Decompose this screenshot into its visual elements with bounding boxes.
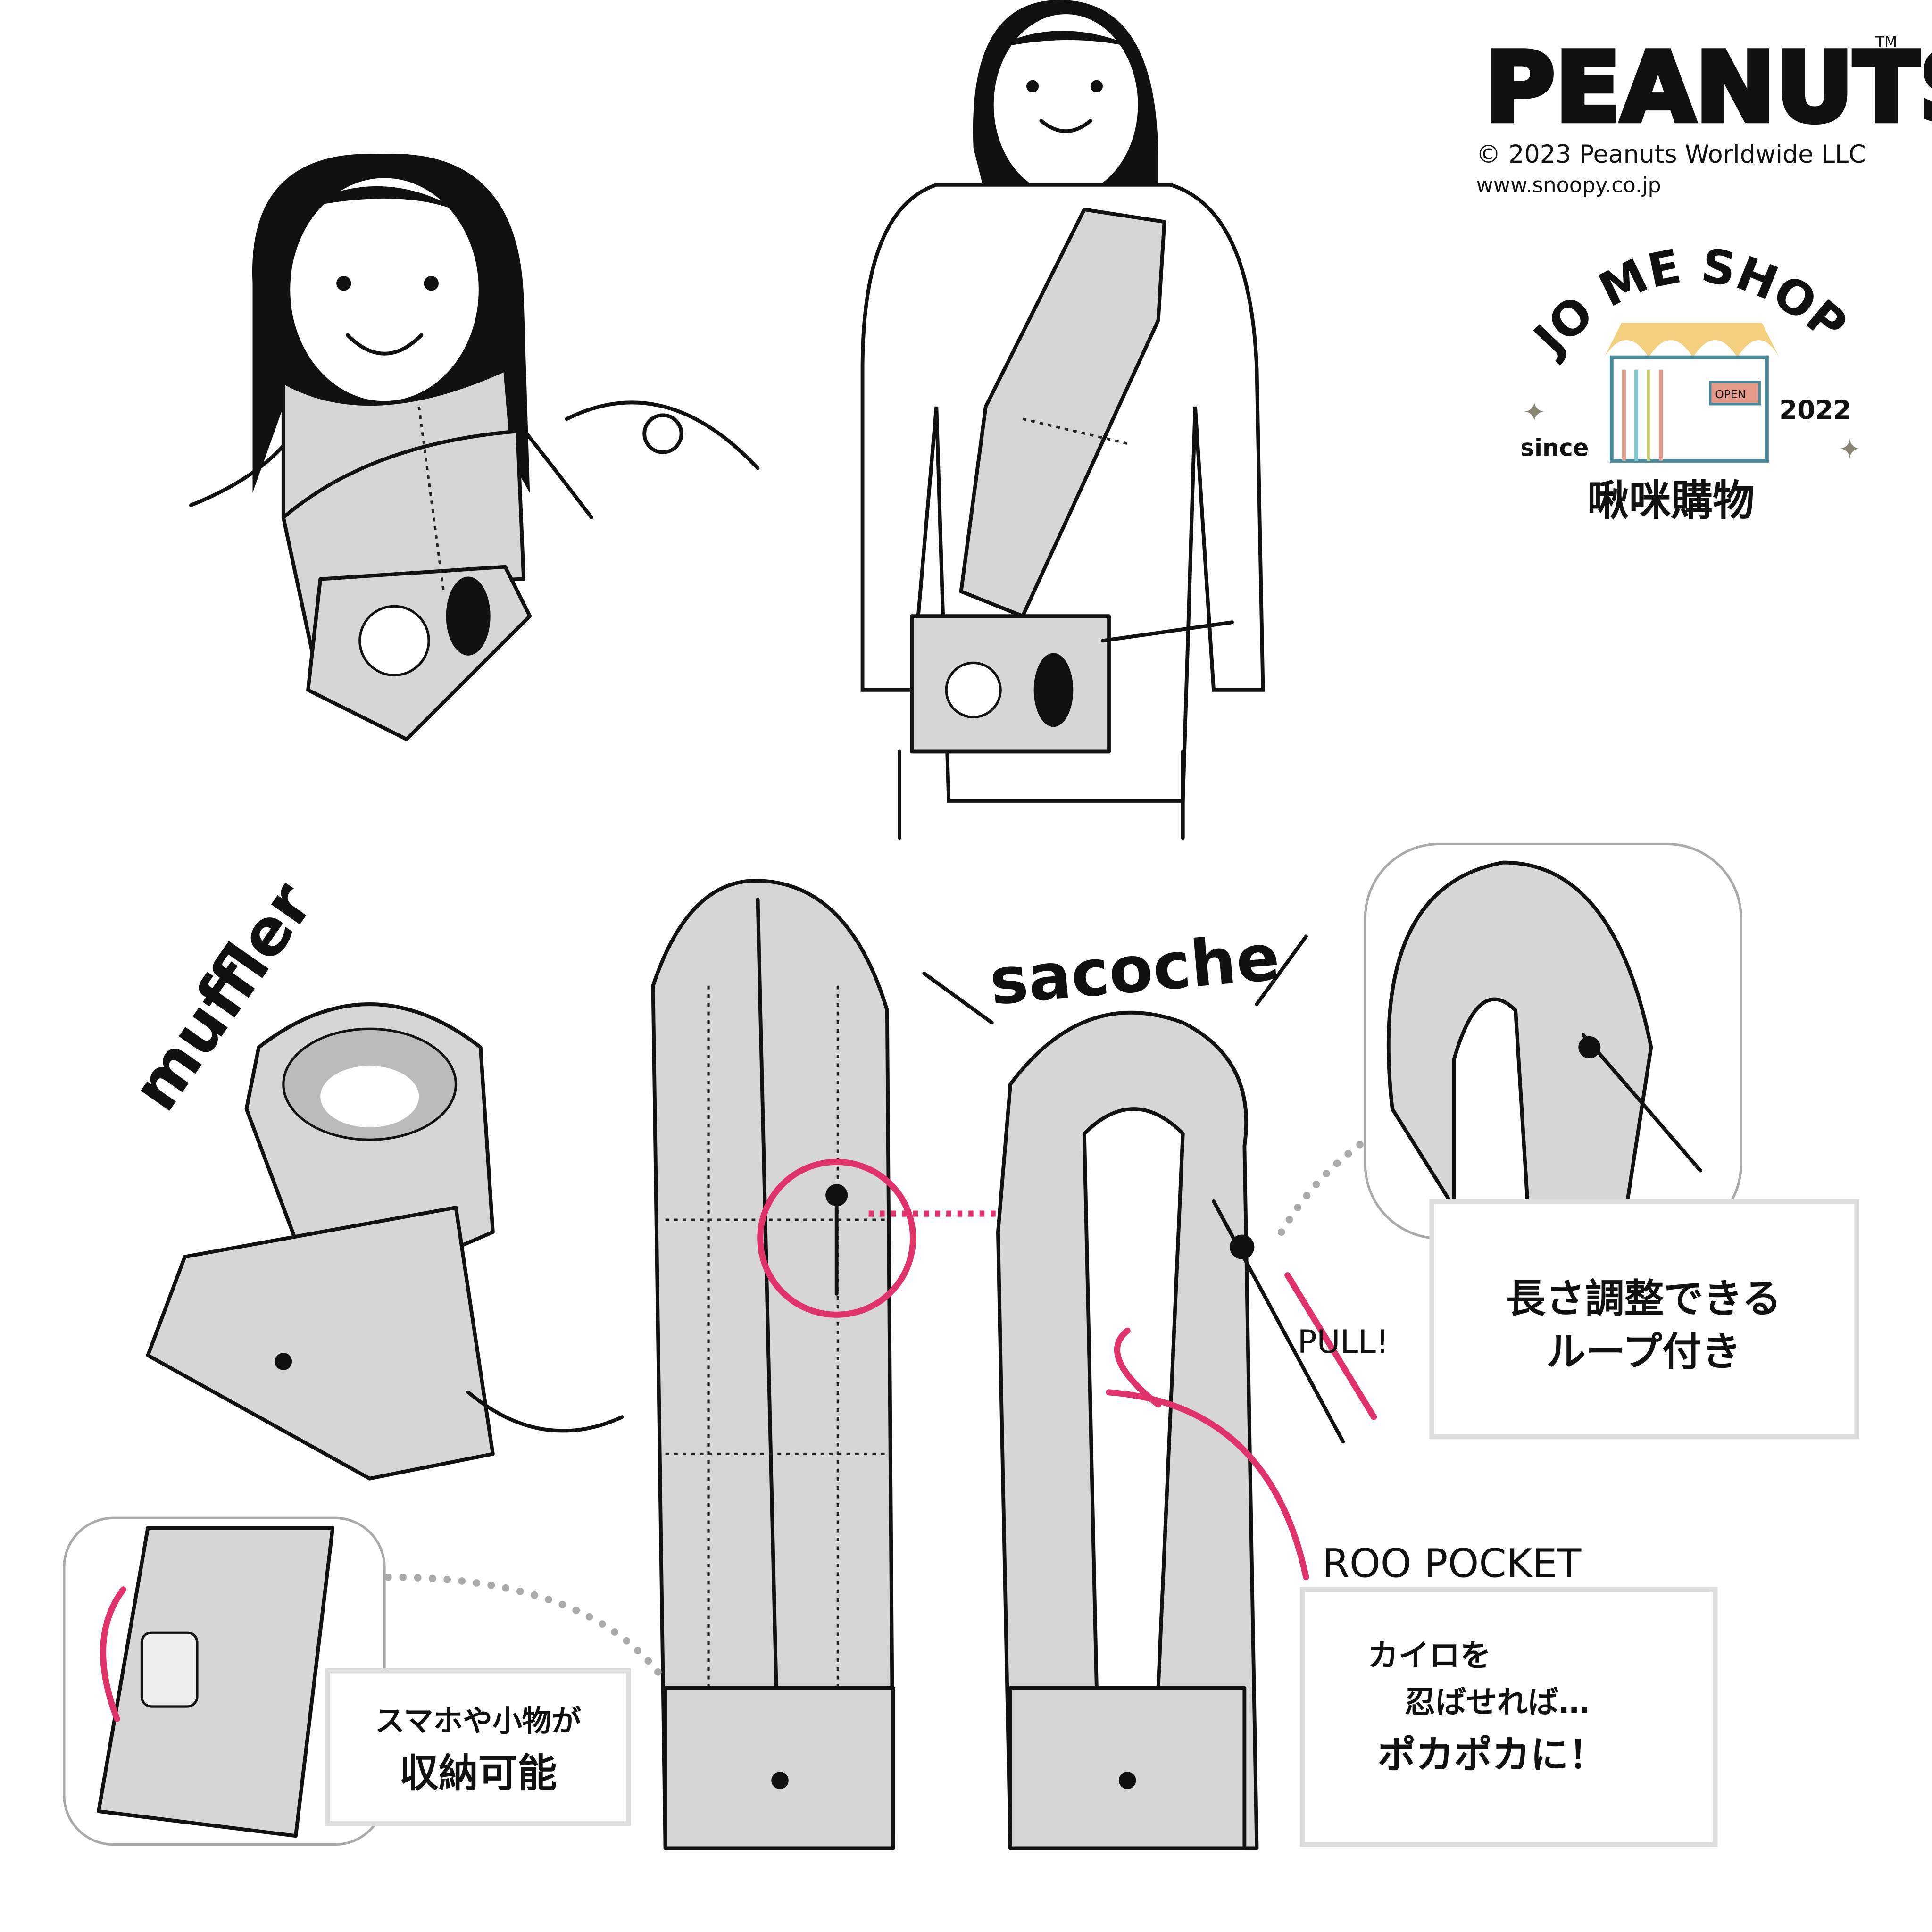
callout-text: ループ付き — [1546, 1328, 1741, 1374]
open-sign: OPEN — [1715, 388, 1746, 401]
callout-text: 忍ばせれば… — [1405, 1684, 1590, 1720]
dotted-connector — [384, 1573, 669, 1686]
sacoche-flat-view — [996, 1010, 1377, 1850]
shop-chinese-name: 啾咪購物 — [1587, 476, 1755, 525]
since-label: since — [1521, 434, 1589, 462]
jome-shop-logo: JO ME SHOP OPEN since 2022 啾咪購物 ✦ ✦ — [1521, 239, 1861, 525]
callout-text: ポカポカに！ — [1377, 1733, 1607, 1778]
person-wearing-sacoche — [860, 0, 1265, 840]
copyright-text: © 2023 Peanuts Worldwide LLC — [1476, 141, 1865, 169]
pull-label: PULL! — [1298, 1324, 1389, 1361]
pocket-callout-box: カイロを 忍ばせれば… ポカポカに！ — [1299, 1587, 1718, 1847]
callout-text: 長さ調整できる — [1506, 1275, 1781, 1322]
sparkle-icon: ✦ — [1523, 398, 1546, 427]
roo-pocket-label: ROO POCKET — [1322, 1541, 1582, 1587]
folded-muffler — [146, 1002, 495, 1481]
callout-text: 収納可能 — [399, 1750, 557, 1796]
sacoche-label: sacoche — [987, 920, 1282, 1020]
website-url: www.snoopy.co.jp — [1476, 174, 1661, 198]
switch-arrow-icon — [466, 1390, 625, 1433]
peanuts-wordmark: PEANUTS — [1485, 32, 1932, 144]
peanuts-logo: PEANUTS TM © 2023 Peanuts Worldwide LLC … — [1476, 30, 1932, 198]
storage-callout-box: スマホや小物が 収納可能 — [325, 1668, 631, 1826]
callout-text: スマホや小物が — [375, 1704, 581, 1738]
phone-icon — [140, 1631, 199, 1708]
person-wearing-muffler — [189, 153, 593, 741]
switch-arrow-icon — [565, 400, 760, 470]
loop-callout-box: 長さ調整できる ループ付き — [1429, 1199, 1859, 1440]
callout-text: カイロを — [1368, 1638, 1491, 1674]
muffler-flat-view — [651, 879, 1151, 1850]
loop-highlight-circle — [757, 1158, 916, 1318]
sparkle-icon: ✦ — [1838, 435, 1861, 465]
since-year: 2022 — [1779, 395, 1851, 425]
trademark: TM — [1875, 33, 1897, 50]
